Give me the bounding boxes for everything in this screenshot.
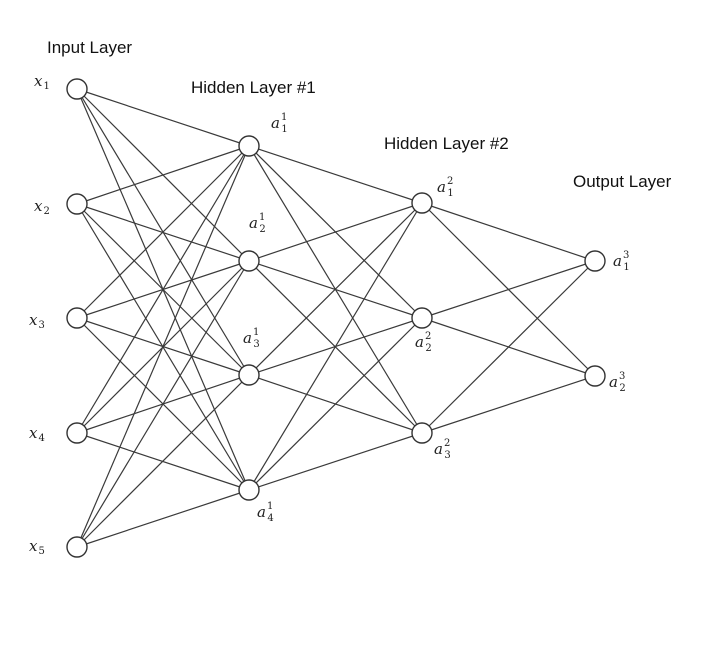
edge-l1n2-l2n1 <box>248 202 423 262</box>
node-layer2-3 <box>411 422 433 444</box>
node-label-subscript: 2 <box>425 343 431 354</box>
node-layer0-3 <box>66 307 88 329</box>
node-label-base: x <box>34 72 43 90</box>
edge-l0n4-l1n1 <box>76 145 250 434</box>
node-layer1-2 <box>238 250 260 272</box>
edge-l1n4-l2n1 <box>248 202 423 491</box>
edge-l0n5-l1n2 <box>76 260 250 548</box>
node-label-subscript: 1 <box>43 81 49 92</box>
node-label-subscript: 1 <box>447 188 453 199</box>
node-label-subscript: 2 <box>259 224 265 235</box>
node-label-superscript: 3 <box>623 250 629 261</box>
node-label-subscript: 3 <box>444 450 450 461</box>
node-label-superscript: 3 <box>619 371 625 382</box>
node-label-superscript: 1 <box>281 112 287 123</box>
node-layer3-2 <box>584 365 606 387</box>
node-label-superscript: 1 <box>259 212 265 223</box>
node-layer2-2 <box>411 307 433 329</box>
connections <box>76 88 596 548</box>
node-label-subscript: 3 <box>38 320 44 331</box>
layer-title-input: Input Layer <box>47 38 132 57</box>
node-label-superscript: 2 <box>425 331 431 342</box>
node-label-base: a <box>243 329 252 347</box>
edge-l0n5-l1n3 <box>76 374 250 548</box>
edge-l0n5-l1n4 <box>76 489 250 548</box>
layer-title-hidden-2: Hidden Layer #2 <box>384 134 509 153</box>
node-label-base: a <box>249 214 258 232</box>
node-label-subscript: 5 <box>38 546 44 557</box>
node-label-superscript: 2 <box>447 176 453 187</box>
node-label-subscript: 4 <box>38 433 44 444</box>
node-label-layer0-1: x1 <box>34 72 50 92</box>
edge-l2n3-l3n2 <box>421 375 596 434</box>
node-label-base: a <box>271 114 280 132</box>
node-label-base: a <box>434 440 443 458</box>
node-label-layer0-5: x5 <box>29 537 45 557</box>
node-layer0-4 <box>66 422 88 444</box>
node-label-subscript: 2 <box>43 206 49 217</box>
edge-l1n4-l2n2 <box>248 317 423 491</box>
node-label-base: a <box>415 333 424 351</box>
edge-l2n1-l3n1 <box>421 202 596 262</box>
edge-l2n2-l3n1 <box>421 260 596 319</box>
node-label-layer0-3: x3 <box>29 311 45 331</box>
node-label-base: x <box>34 197 43 215</box>
node-label-layer0-4: x4 <box>29 424 45 444</box>
node-layer2-1 <box>411 192 433 214</box>
node-layer0-2 <box>66 193 88 215</box>
node-layer1-3 <box>238 364 260 386</box>
edge-l0n3-l1n1 <box>76 145 250 319</box>
neurons <box>66 78 606 558</box>
layer-title-hidden-1: Hidden Layer #1 <box>191 78 316 97</box>
node-label-superscript: 2 <box>444 438 450 449</box>
edge-l1n1-l2n1 <box>248 145 423 204</box>
node-label-subscript: 1 <box>281 124 287 135</box>
node-label-base: a <box>257 503 266 521</box>
layer-title-output: Output Layer <box>573 172 672 191</box>
edge-l0n2-l1n1 <box>76 145 250 205</box>
node-label-base: a <box>613 252 622 270</box>
node-label-layer0-2: x2 <box>34 197 50 217</box>
edge-l2n3-l3n1 <box>421 260 596 434</box>
node-label-base: x <box>29 424 38 442</box>
node-layer0-1 <box>66 78 88 100</box>
node-label-superscript: 1 <box>253 327 259 338</box>
node-layer1-4 <box>238 479 260 501</box>
node-label-subscript: 4 <box>267 513 273 524</box>
node-label-base: x <box>29 311 38 329</box>
edge-l1n4-l2n3 <box>248 432 423 491</box>
node-label-base: a <box>437 178 446 196</box>
edge-l0n1-l1n1 <box>76 88 250 147</box>
edge-l0n5-l1n1 <box>76 145 250 548</box>
node-label-base: a <box>609 373 618 391</box>
node-label-subscript: 3 <box>253 339 259 350</box>
node-label-subscript: 2 <box>619 383 625 394</box>
node-layer0-5 <box>66 536 88 558</box>
node-label-superscript: 1 <box>267 501 273 512</box>
node-label-base: x <box>29 537 38 555</box>
node-label-subscript: 1 <box>623 262 629 273</box>
edge-l1n3-l2n1 <box>248 202 423 376</box>
node-layer3-1 <box>584 250 606 272</box>
node-layer1-1 <box>238 135 260 157</box>
